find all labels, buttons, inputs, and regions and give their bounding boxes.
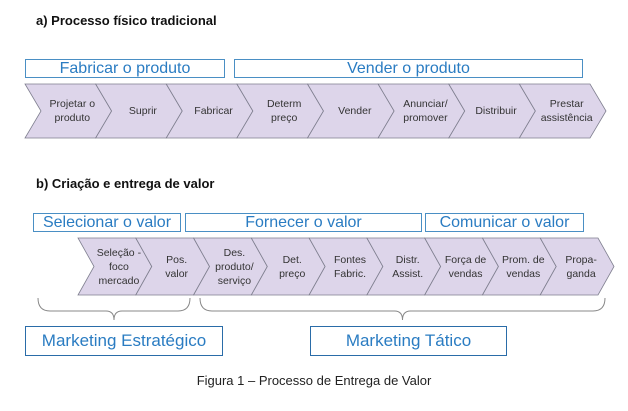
phase-selecionar: Selecionar o valor bbox=[33, 213, 181, 232]
phase-fabricar: Fabricar o produto bbox=[25, 59, 225, 78]
section-b-step-label: Fontes Fabric. bbox=[333, 253, 367, 280]
section-a-step-label: Fabricar bbox=[194, 105, 233, 117]
section-b-step-label: Prom. de vendas bbox=[502, 253, 545, 280]
section-b-step-label: Des. produto/ serviço bbox=[215, 246, 254, 287]
section-b-step-label: Pos. valor bbox=[165, 253, 189, 280]
section-b-chevron bbox=[539, 237, 615, 296]
section-a-title: a) Processo físico tradicional bbox=[36, 13, 217, 28]
section-a-chevron bbox=[518, 83, 607, 139]
section-a-step-label: Determ preço bbox=[266, 98, 302, 124]
marketing-estrategico-box: Marketing Estratégico bbox=[25, 326, 223, 356]
section-a-step-label: Prestar assistência bbox=[540, 98, 593, 124]
section-b-title: b) Criação e entrega de valor bbox=[36, 176, 215, 191]
figure-caption: Figura 1 – Processo de Entrega de Valor bbox=[196, 373, 432, 388]
brace-tatico bbox=[199, 297, 606, 321]
phase-comunicar: Comunicar o valor bbox=[425, 213, 584, 232]
brace-estrategico bbox=[37, 297, 191, 321]
section-a-step-label: Distribuir bbox=[475, 105, 517, 117]
phase-fornecer: Fornecer o valor bbox=[185, 213, 422, 232]
section-a-step-label: Projetar o produto bbox=[49, 98, 96, 124]
section-a-step-label: Anunciar/ promover bbox=[403, 98, 448, 124]
section-b-step-label: Det. preço bbox=[279, 253, 306, 280]
phase-vender: Vender o produto bbox=[234, 59, 583, 78]
section-b-step-label: Distr. Assist. bbox=[392, 253, 424, 280]
marketing-tatico-box: Marketing Tático bbox=[310, 326, 507, 356]
section-a-step-label: Vender bbox=[338, 105, 372, 117]
section-b-step-label: Força de vendas bbox=[444, 253, 487, 280]
section-b-step-label: Propa- ganda bbox=[565, 253, 597, 280]
section-b-step-label: Seleção - foco mercado bbox=[96, 246, 142, 287]
section-a-step-label: Suprir bbox=[128, 105, 157, 117]
